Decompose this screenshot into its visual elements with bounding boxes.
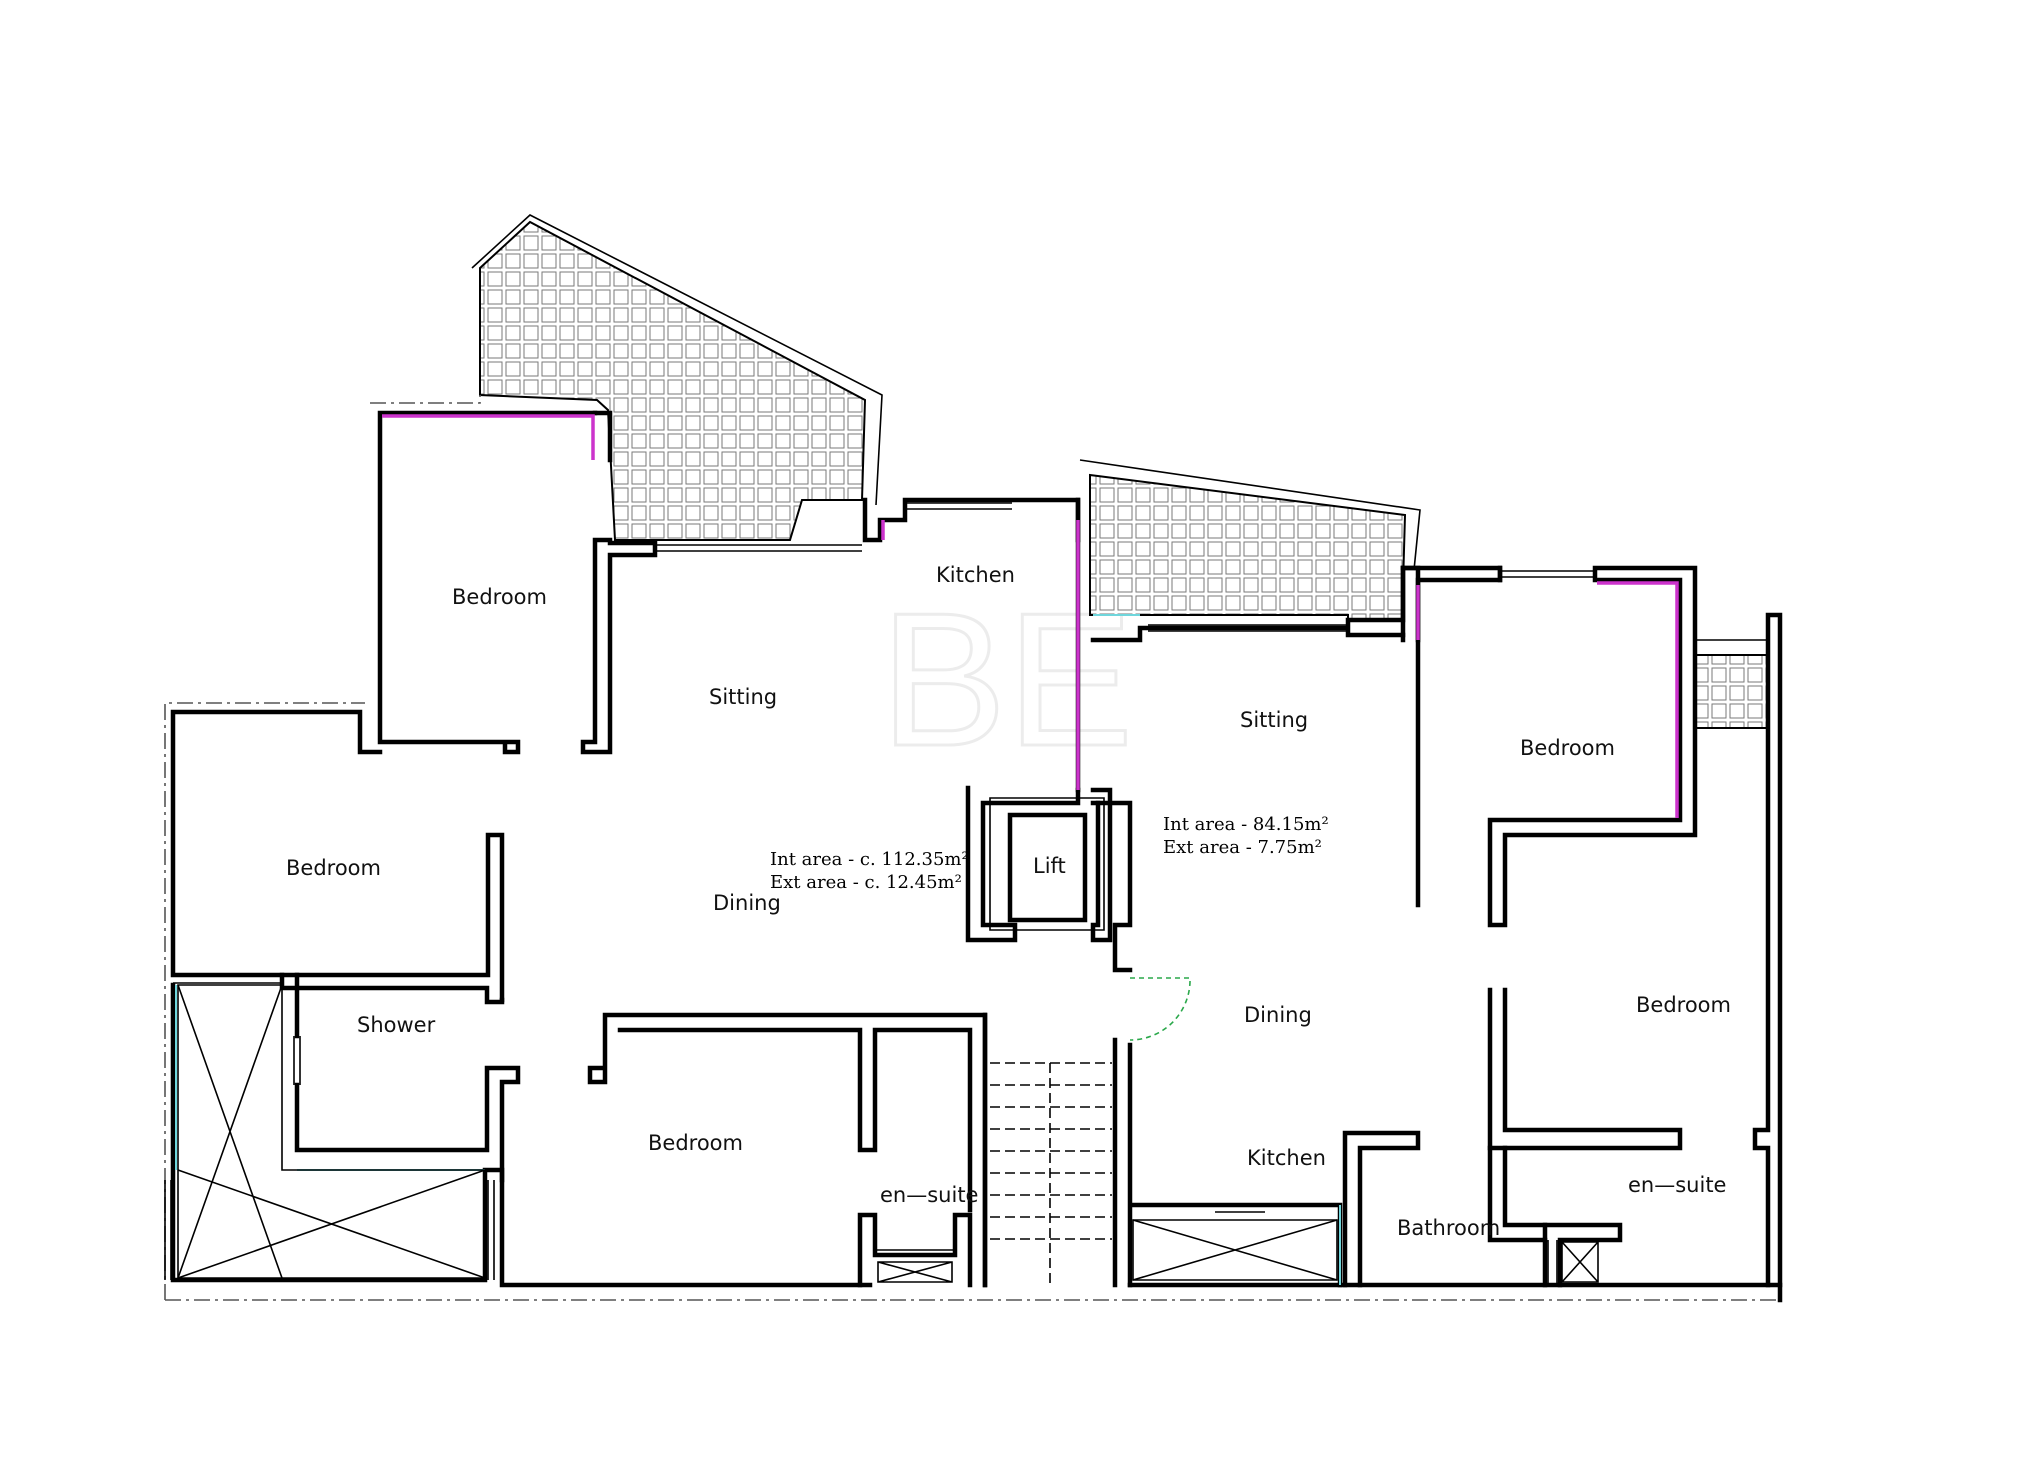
wall-bedroom-north-right-top	[1400, 565, 1503, 643]
wall-bathroom	[1342, 1130, 1548, 1288]
area-internal-right: Int area - 84.15m²	[1163, 814, 1329, 835]
wall-ensuite-right	[1542, 1222, 1623, 1288]
boundary-line	[164, 395, 1782, 1301]
lift-shaft	[989, 797, 1105, 931]
lift-label: Lift	[1033, 854, 1066, 878]
wall-stair-left	[982, 1012, 1118, 1288]
room-label-dining-right: Dining	[1244, 1003, 1312, 1027]
room-label-bathroom: Bathroom	[1397, 1216, 1500, 1240]
finish-lines	[175, 414, 1679, 1285]
wall-shower	[279, 972, 521, 1183]
area-external-right: Ext area - 7.75m²	[1163, 837, 1322, 858]
room-label-sitting-left: Sitting	[709, 685, 777, 709]
terrace-east	[1694, 654, 1769, 729]
terrace-right	[1089, 473, 1407, 621]
windows	[164, 502, 1595, 1285]
terrace-left-outer-line	[471, 214, 883, 506]
balcony-left	[177, 984, 486, 1279]
wall-bedroom-east	[1487, 987, 1683, 1151]
wall-bedroom-north	[377, 410, 598, 755]
room-label-kitchen-left: Kitchen	[936, 563, 1015, 587]
wall-bedroom-north-east	[580, 410, 658, 755]
room-label-bedroom-west: Bedroom	[286, 856, 381, 880]
vent-ensuite-right	[1561, 1241, 1599, 1283]
room-label-dining-left: Dining	[713, 891, 781, 915]
wall-lift-core-inner	[1095, 800, 1133, 973]
wall-lift-core	[965, 785, 1113, 943]
room-label-bedroom-north-left: Bedroom	[452, 585, 547, 609]
room-label-ensuite-left: en—suite	[880, 1183, 978, 1207]
room-label-sitting-right: Sitting	[1240, 708, 1308, 732]
room-label-ensuite-right: en—suite	[1628, 1173, 1726, 1197]
area-internal-left: Int area - c. 112.35m²	[770, 849, 969, 870]
room-label-shower: Shower	[357, 1013, 436, 1037]
terrace-left	[479, 220, 867, 541]
terrace-right-outer-line	[1079, 459, 1421, 571]
balcony-right	[1132, 1219, 1338, 1281]
wall-east	[1752, 612, 1783, 1303]
room-label-kitchen-right: Kitchen	[1247, 1146, 1326, 1170]
room-label-bedroom-north-right: Bedroom	[1520, 736, 1615, 760]
room-label-bedroom-south: Bedroom	[648, 1131, 743, 1155]
vent-ensuite-left	[877, 1261, 953, 1283]
stairs	[990, 1062, 1112, 1285]
room-label-bedroom-east: Bedroom	[1636, 993, 1731, 1017]
entrance-door-swing	[1129, 977, 1191, 1041]
wall-bedroom-west	[170, 709, 505, 1003]
area-external-left: Ext area - c. 12.45m²	[770, 872, 962, 893]
